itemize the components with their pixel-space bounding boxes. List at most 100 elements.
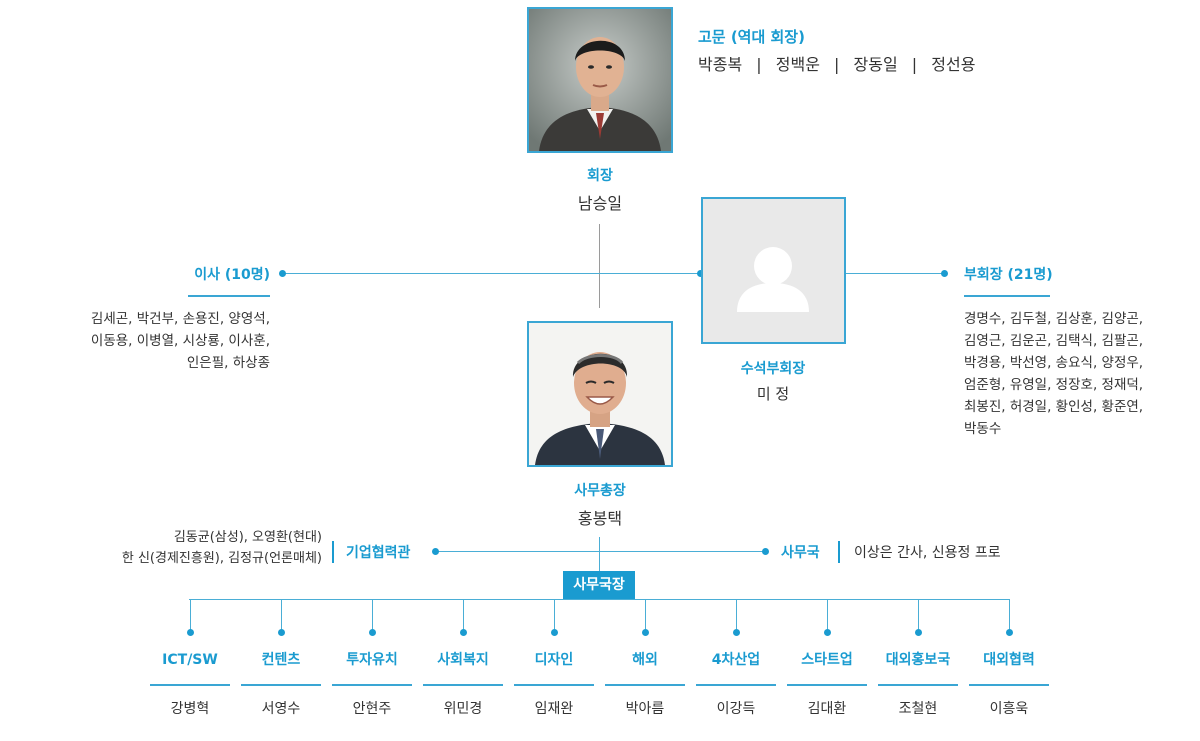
- department-connector-dot: [732, 629, 740, 636]
- secretariat-title: 사무국: [781, 545, 820, 561]
- secretariat-staff: 이상은 간사, 신용정 프로: [854, 545, 1001, 561]
- vice-presidents-line: 김영근, 김운곤, 김택식, 김팔곤,: [964, 333, 1144, 349]
- secretariat-divider: [838, 541, 840, 563]
- department-stem-line: [1008, 599, 1010, 632]
- department-title: 디자인: [534, 652, 574, 668]
- department-stem-line: [735, 599, 737, 632]
- secretary-general-name: 홍봉택: [577, 509, 623, 528]
- department-connector-dot: [368, 629, 376, 636]
- advisors-names: 박종복 | 정백운 | 장동일 | 정선용: [698, 51, 975, 75]
- department-head-name: 강병혁: [170, 701, 210, 717]
- department-stem-line: [644, 599, 646, 632]
- department-title-underline: [514, 684, 594, 686]
- advisors-title: 고문 (역대 회장): [698, 28, 805, 46]
- corporate-cooperation-title: 기업협력관: [346, 545, 411, 561]
- vice-presidents-line: 최봉진, 허경일, 황인성, 황준연,: [964, 399, 1144, 415]
- president-stem-line: [599, 224, 600, 308]
- department-title: 대외협력: [983, 652, 1035, 668]
- department-connector-dot: [1005, 629, 1013, 636]
- senior-vp-title: 수석부회장: [740, 361, 806, 377]
- president-photo: [527, 7, 673, 153]
- department-head-name: 조철현: [898, 701, 938, 717]
- directors-list: 김세곤, 박건부, 손용진, 양영석, 이동용, 이병열, 시상룡, 이사훈, …: [20, 308, 270, 374]
- separator: |: [911, 55, 918, 74]
- directors-line: 인은필, 하상종: [186, 355, 270, 371]
- department-head-name: 이강득: [716, 701, 756, 717]
- separator: |: [756, 55, 762, 74]
- department-stem-line: [553, 599, 555, 632]
- president-portrait-image: [529, 9, 671, 151]
- vice-presidents-line: 박경용, 박선영, 송요식, 양정우,: [964, 355, 1144, 371]
- separator: |: [834, 55, 840, 74]
- secretary-stem-line: [599, 537, 600, 571]
- department-title: 해외: [632, 652, 658, 668]
- corporate-cooperation-line: 한 신(경제진흥원), 김정규(언론매체): [121, 551, 322, 566]
- department-head-name: 박아름: [625, 701, 665, 717]
- secretary-general-title: 사무총장: [574, 483, 626, 499]
- department-stem-line: [280, 599, 282, 632]
- department-title-underline: [150, 684, 230, 686]
- department-title-underline: [423, 684, 503, 686]
- directors-line: 김세곤, 박건부, 손용진, 양영석,: [90, 311, 270, 327]
- corporate-connector-dot: [432, 548, 439, 555]
- department-connector-dot: [914, 629, 922, 636]
- department-head-name: 안현주: [352, 701, 392, 717]
- department-bus-line: [189, 599, 1010, 600]
- department-title-underline: [787, 684, 867, 686]
- department-stem-line: [826, 599, 828, 632]
- bureau-chief-title: 사무국장: [573, 577, 625, 593]
- directors-title-underline: [188, 295, 270, 297]
- senior-vp-connector-dot: [697, 270, 704, 277]
- department-connector-dot: [277, 629, 285, 636]
- department-title-underline: [332, 684, 412, 686]
- president-title: 회장: [587, 168, 613, 184]
- department-stem-line: [462, 599, 464, 632]
- department-connector-dot: [550, 629, 558, 636]
- department-connector-dot: [641, 629, 649, 636]
- department-title: 사회복지: [437, 652, 489, 668]
- department-title-underline: [878, 684, 958, 686]
- corporate-cooperation-divider: [332, 541, 334, 563]
- department-stem-line: [917, 599, 919, 632]
- department-connector-dot: [186, 629, 194, 636]
- vice-presidents-line: 경명수, 김두철, 김상훈, 김양곤,: [964, 311, 1144, 327]
- vice-presidents-line: 박동수: [964, 421, 1002, 437]
- department-title-underline: [605, 684, 685, 686]
- corporate-secretariat-connector-line: [435, 551, 766, 552]
- department-item: ICT/SW 강병혁: [150, 648, 230, 718]
- bureau-chief-badge: 사무국장: [563, 571, 635, 599]
- department-title: 스타트업: [801, 652, 853, 668]
- department-title-underline: [969, 684, 1049, 686]
- directors-line: 이동용, 이병열, 시상룡, 이사훈,: [90, 333, 270, 349]
- secretary-general-portrait-image: [529, 323, 671, 465]
- senior-vp-photo-placeholder: [701, 197, 846, 344]
- department-stem-line: [371, 599, 373, 632]
- advisor-name: 정선용: [931, 55, 976, 74]
- department-head-name: 위민경: [443, 701, 483, 717]
- department-stem-line: [189, 599, 191, 632]
- president-name: 남승일: [577, 194, 623, 213]
- vice-presidents-list: 경명수, 김두철, 김상훈, 김양곤, 김영근, 김운곤, 김택식, 김팔곤, …: [964, 308, 1194, 440]
- corporate-cooperation-list: 김동균(삼성), 오영환(현대) 한 신(경제진흥원), 김정규(언론매체): [60, 527, 322, 569]
- department-title: ICT/SW: [162, 652, 218, 668]
- vice-presidents-title: 부회장 (21명): [964, 267, 1053, 283]
- department-head-name: 서영수: [261, 701, 301, 717]
- secretariat-connector-dot: [762, 548, 769, 555]
- user-placeholder-icon: [737, 247, 809, 312]
- secretary-general-photo: [527, 321, 673, 467]
- vice-presidents-connector-dot: [941, 270, 948, 277]
- department-title: 컨텐츠: [261, 652, 301, 668]
- department-title-underline: [696, 684, 776, 686]
- vice-presidents-line: 엄준형, 유영일, 정장호, 정재덕,: [964, 377, 1144, 393]
- directors-vp-connector-line: [283, 273, 945, 274]
- vice-presidents-title-underline: [964, 295, 1050, 297]
